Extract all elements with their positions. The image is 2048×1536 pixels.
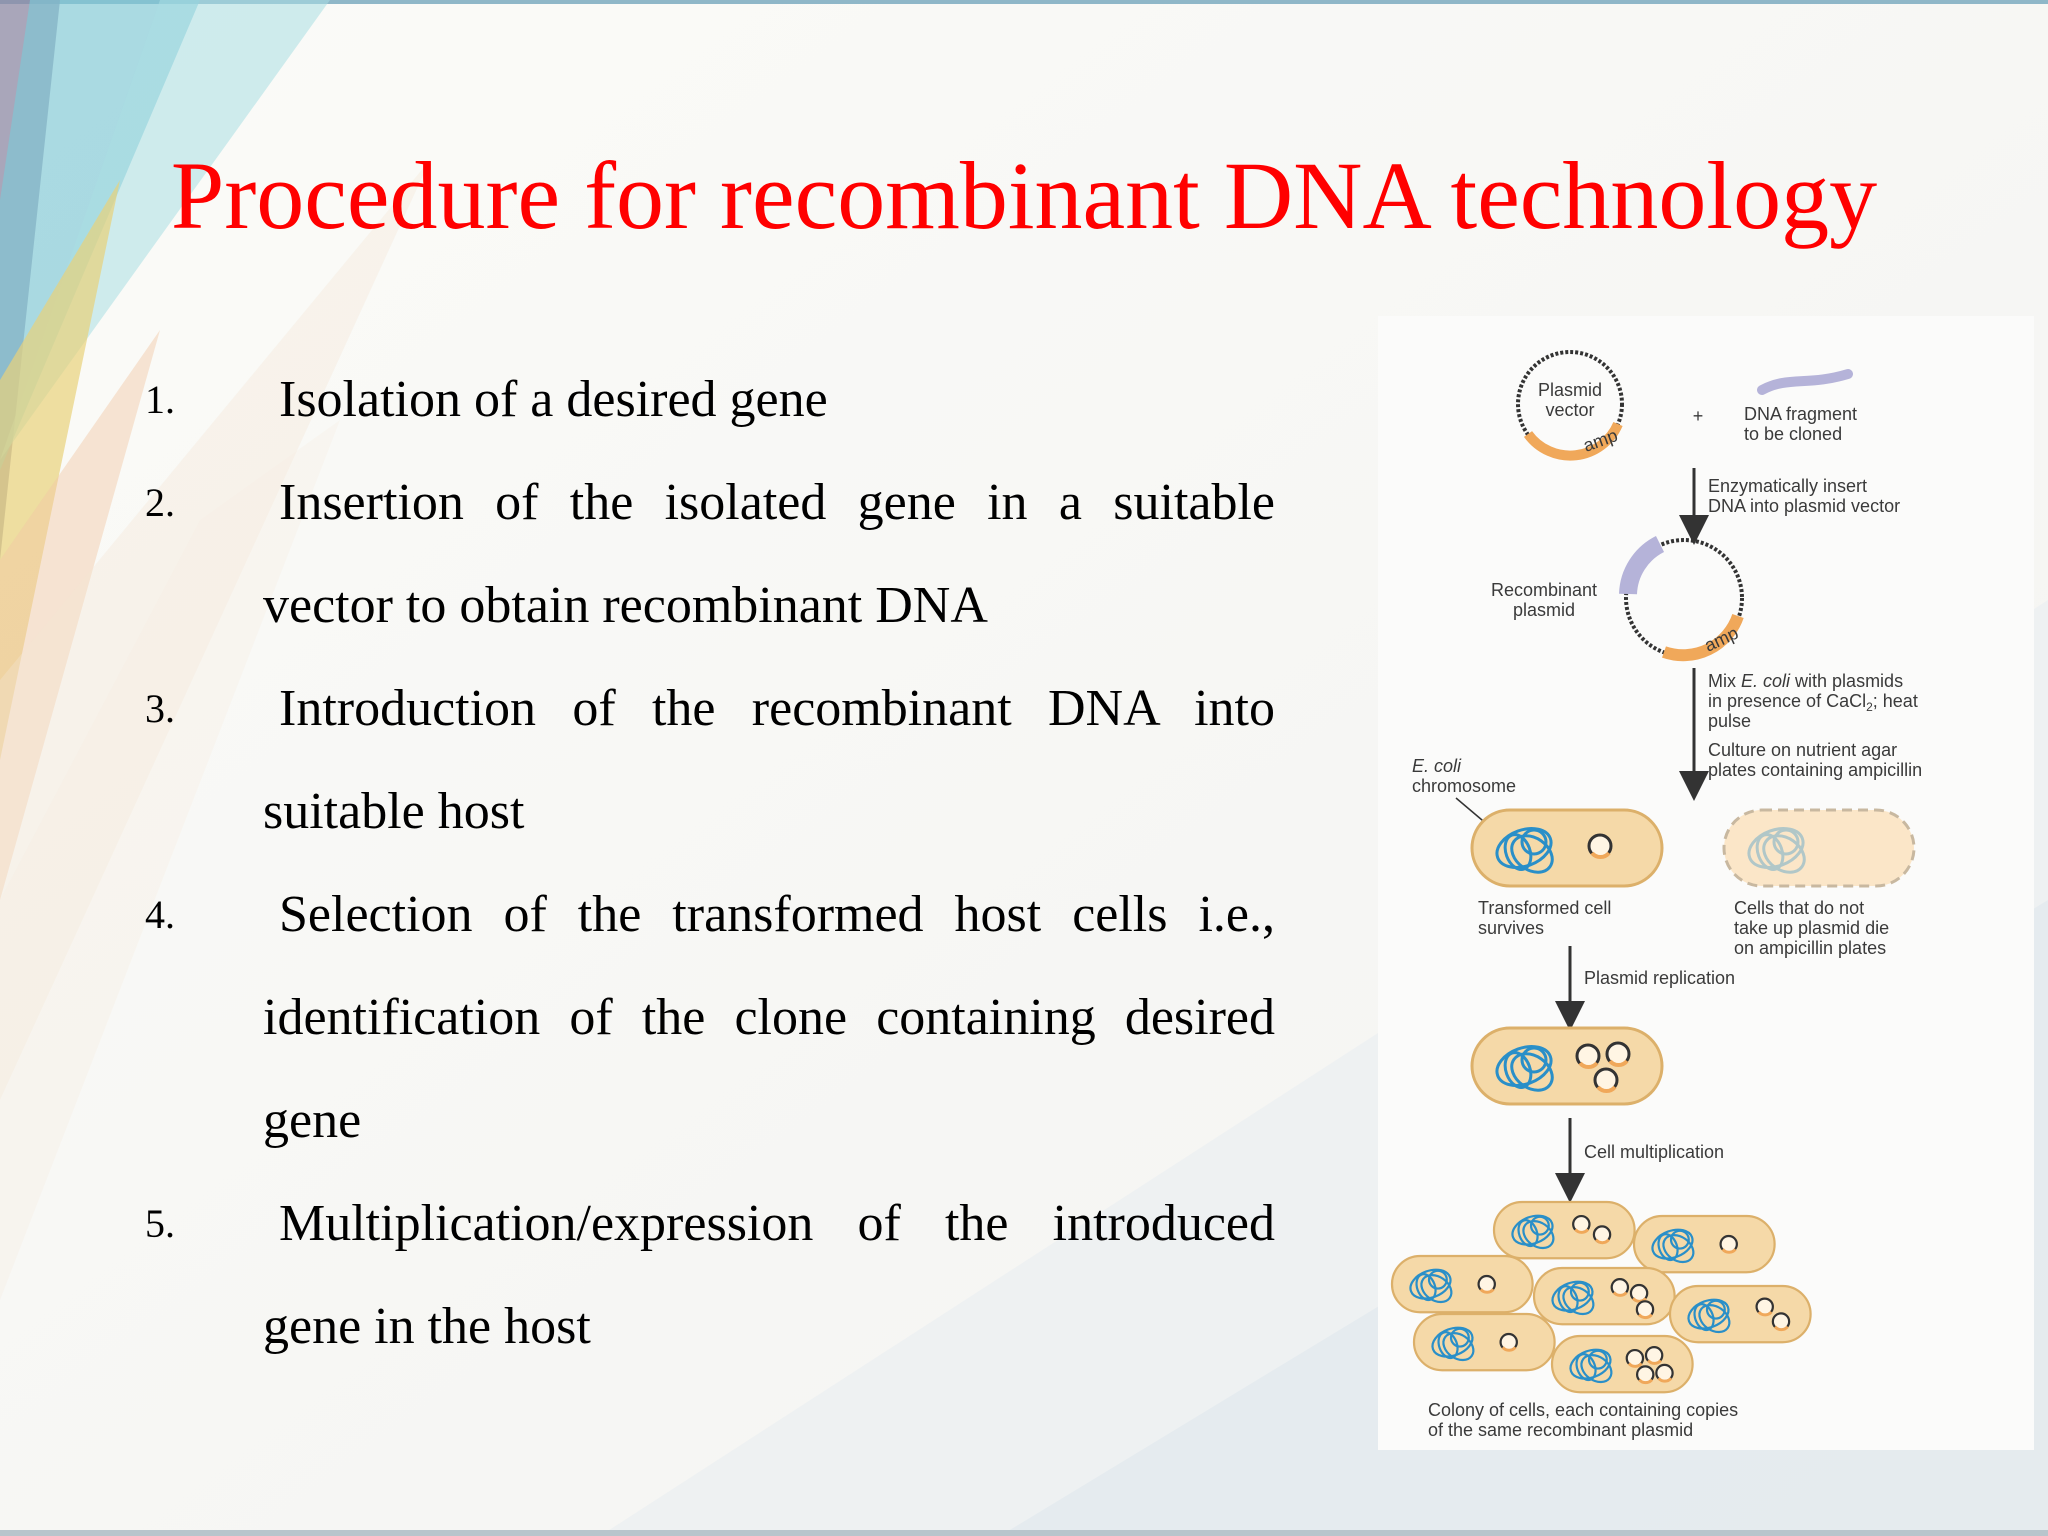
dna-fragment-icon [1757, 369, 1853, 395]
replicated-cell [1470, 1026, 1664, 1106]
list-item: 3. Introduction of the recombinant DNA i… [145, 657, 1275, 863]
culture-step-label: Culture on nutrient agar [1708, 740, 1897, 760]
dna-fragment-label: to be cloned [1744, 424, 1842, 444]
step-text-content: Isolation of a desired gene [279, 371, 828, 428]
step-text-content: Multiplication/expression of the introdu… [263, 1195, 1275, 1355]
list-item: 1. Isolation of a desired gene [145, 348, 1275, 451]
step-text: Insertion of the isolated gene in a suit… [263, 451, 1275, 657]
list-item: 2. Insertion of the isolated gene in a s… [145, 451, 1275, 657]
colony-label: of the same recombinant plasmid [1428, 1420, 1693, 1440]
culture-step-label: plates containing ampicillin [1708, 760, 1922, 780]
ecoli-chromosome-label: chromosome [1412, 776, 1516, 796]
insert-step-label: Enzymatically insert [1708, 476, 1867, 496]
cloning-diagram: Plasmid vector amp + DNA fragment to be … [1378, 316, 2034, 1450]
dead-cell-label: Cells that do not [1734, 898, 1864, 918]
list-item: 5. Multiplication/expression of the intr… [145, 1172, 1275, 1378]
step-number: 1. [145, 377, 175, 422]
step-text: Multiplication/expression of the introdu… [263, 1172, 1275, 1378]
plasmid-replication-label: Plasmid replication [1584, 968, 1735, 988]
transformed-cell [1470, 808, 1664, 888]
plasmid-vector-label: Plasmid [1538, 380, 1602, 400]
dead-cell [1722, 808, 1916, 888]
plus-sign: + [1693, 406, 1704, 426]
dead-cell-label: take up plasmid die [1734, 918, 1889, 938]
step-text: Isolation of a desired gene [263, 348, 1275, 451]
step-text: Introduction of the recombinant DNA into… [263, 657, 1275, 863]
dna-fragment-label: DNA fragment [1744, 404, 1857, 424]
recombinant-plasmid-label: plasmid [1513, 600, 1575, 620]
step-number: 4. [145, 892, 175, 937]
insert-step-label: DNA into plasmid vector [1708, 496, 1900, 516]
slide-title: Procedure for recombinant DNA technology [170, 142, 1878, 249]
step-number: 3. [145, 686, 175, 731]
colony-label: Colony of cells, each containing copies [1428, 1400, 1738, 1420]
plasmid-vector-label: vector [1545, 400, 1594, 420]
ecoli-chromosome-label: E. coli [1412, 756, 1462, 776]
cell-multiplication-label: Cell multiplication [1584, 1142, 1724, 1162]
dead-cell-label: on ampicillin plates [1734, 938, 1886, 958]
mix-step-label: Mix E. coli with plasmids [1708, 671, 1903, 691]
step-number: 5. [145, 1201, 175, 1246]
steps-list: 1. Isolation of a desired gene 2. Insert… [145, 348, 1275, 1378]
step-number: 2. [145, 480, 175, 525]
step-text-content: Introduction of the recombinant DNA into… [263, 680, 1275, 840]
list-item: 4. Selection of the transformed host cel… [145, 863, 1275, 1172]
step-text-content: Selection of the transformed host cells … [263, 886, 1275, 1149]
step-text: Selection of the transformed host cells … [263, 863, 1275, 1172]
transformed-cell-label: Transformed cell [1478, 898, 1611, 918]
step-text-content: Insertion of the isolated gene in a suit… [263, 474, 1275, 634]
mix-step-label: in presence of CaCl2; heat [1708, 691, 1918, 714]
recombinant-plasmid-label: Recombinant [1491, 580, 1597, 600]
mix-step-label: pulse [1708, 711, 1751, 731]
transformed-cell-label: survives [1478, 918, 1544, 938]
